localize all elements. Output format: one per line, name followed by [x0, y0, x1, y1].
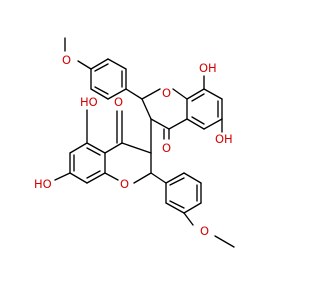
lower-keto-bond — [116, 110, 123, 144]
ring-oxygen-upper: O — [162, 86, 171, 100]
methoxy-oxygen-bottom: O — [200, 224, 209, 238]
hydroxyl-label-lower-7: HO — [34, 177, 52, 191]
hydroxyl-label-lower-5: HO — [80, 95, 98, 109]
molecule-diagram: O OH O OH O HO O HO O O — [34, 37, 235, 248]
upper-methoxy-group — [64, 37, 92, 70]
c2-to-aryl-bond-lower — [150, 172, 167, 184]
hydroxyl-label-top-right: OH — [199, 61, 217, 75]
upper-keto-bond — [163, 128, 170, 140]
lower-benzo-ring — [69, 142, 106, 184]
lower-methoxy-group — [183, 212, 235, 248]
methoxy-oxygen-top: O — [62, 53, 71, 67]
upper-benzo-ring — [186, 88, 223, 130]
hydroxyl-label-upper-5: OH — [215, 132, 233, 146]
aryl-to-c2-bond-upper — [125, 88, 143, 100]
upper-methoxyphenyl-ring — [90, 58, 127, 100]
c7-oh-bond-lower — [54, 172, 71, 181]
keto-oxygen-lower: O — [114, 95, 123, 109]
ring-oxygen-lower: O — [120, 177, 129, 191]
lower-methoxyphenyl-ring — [165, 172, 202, 214]
upper-pyran-ring — [141, 88, 188, 130]
keto-oxygen-upper: O — [162, 141, 171, 155]
structure-svg: O OH O OH O HO O HO O O — [34, 37, 235, 248]
lower-pyran-ring — [104, 142, 152, 184]
